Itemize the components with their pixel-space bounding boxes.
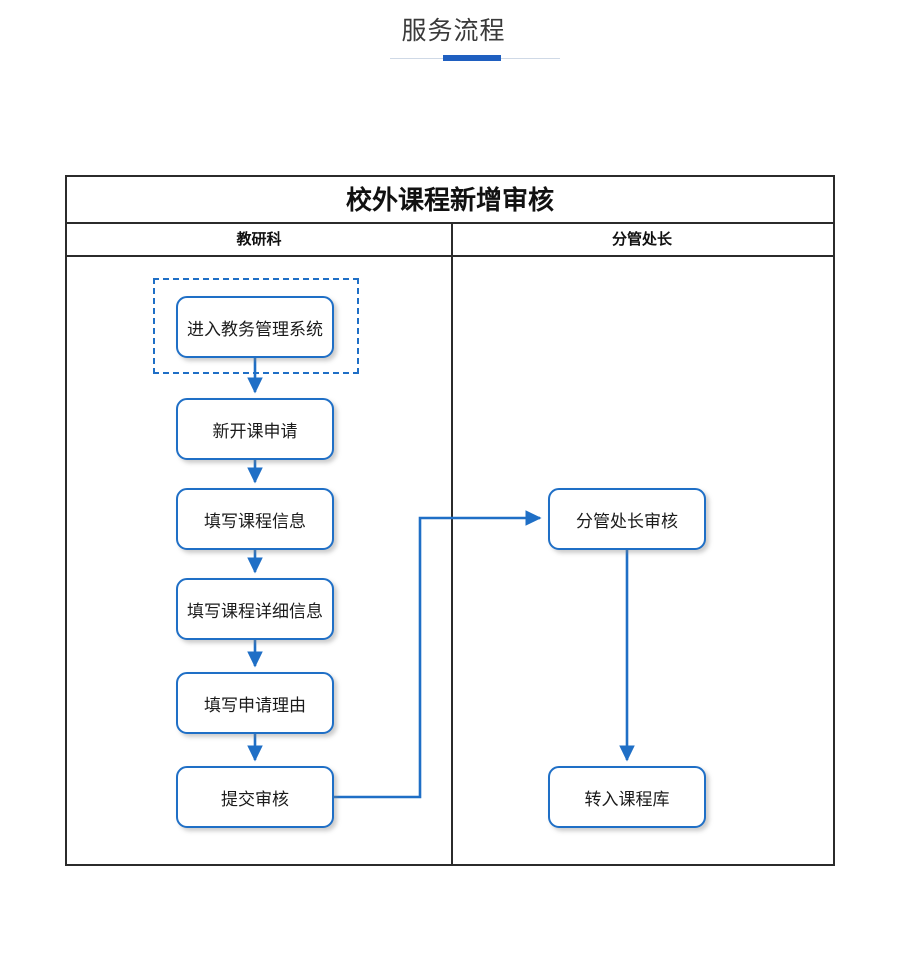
node-enter-system-label: 进入教务管理系统	[187, 319, 323, 339]
node-new-course[interactable]: 新开课申请	[176, 398, 334, 460]
node-director-review-label: 分管处长审核	[576, 511, 678, 531]
node-submit[interactable]: 提交审核	[176, 766, 334, 828]
lane-divider	[451, 224, 453, 864]
lane-header-fenguanchuzhang: 分管处长	[451, 224, 833, 257]
lane-header-jiaoyanke: 教研科	[67, 224, 451, 257]
node-submit-label: 提交审核	[221, 789, 289, 809]
node-reason[interactable]: 填写申请理由	[176, 672, 334, 734]
dashed-group-box	[153, 278, 359, 374]
node-new-course-label: 新开课申请	[212, 421, 298, 441]
node-course-info[interactable]: 填写课程信息	[176, 488, 334, 550]
swimlane-title: 校外课程新增审核	[67, 177, 833, 224]
node-course-info-label: 填写课程信息	[204, 511, 306, 531]
node-course-library-label: 转入课程库	[584, 789, 670, 809]
node-reason-label: 填写申请理由	[204, 695, 306, 715]
node-course-detail-label: 填写课程详细信息	[187, 601, 323, 621]
node-enter-system[interactable]: 进入教务管理系统	[176, 296, 334, 358]
title-underline-accent	[443, 55, 501, 61]
node-course-library[interactable]: 转入课程库	[548, 766, 706, 828]
node-director-review[interactable]: 分管处长审核	[548, 488, 706, 550]
node-course-detail[interactable]: 填写课程详细信息	[176, 578, 334, 640]
page-header: 服务流程	[0, 0, 907, 80]
page-title: 服务流程	[401, 17, 506, 45]
